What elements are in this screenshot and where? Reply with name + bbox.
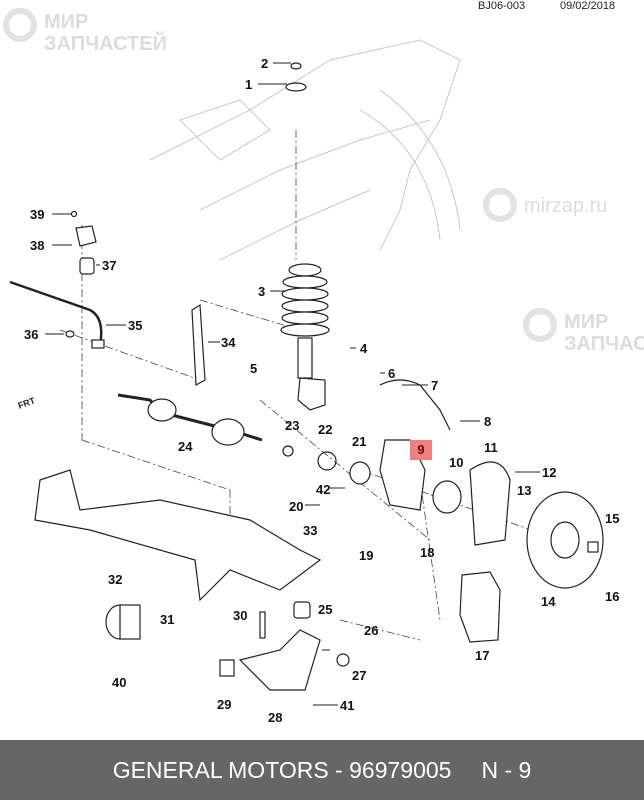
part-label-15[interactable]: 15: [605, 511, 619, 526]
part-label-32[interactable]: 32: [108, 572, 122, 587]
body-frame-drawing: [149, 39, 461, 261]
part-label-35[interactable]: 35: [128, 318, 142, 333]
part-label-38[interactable]: 38: [30, 238, 44, 253]
footer-position: N - 9: [481, 756, 532, 783]
part-label-12[interactable]: 12: [542, 465, 556, 480]
part-label-8[interactable]: 8: [484, 414, 491, 429]
watermark-site: mirzap.ru: [524, 195, 607, 217]
part-label-13[interactable]: 13: [517, 483, 531, 498]
highlighted-part-number: 9: [417, 442, 425, 457]
footer-title: GENERAL MOTORS - 96979005: [112, 756, 452, 783]
part-label-28[interactable]: 28: [268, 710, 282, 725]
part-label-25[interactable]: 25: [318, 602, 332, 617]
diagram-code: BJ06-003: [478, 0, 526, 12]
part-label-10[interactable]: 10: [449, 455, 463, 470]
part-label-2[interactable]: 2: [261, 56, 268, 71]
highlighted-part-label[interactable]: 9: [410, 440, 432, 460]
part-label-6[interactable]: 6: [388, 366, 395, 381]
part-label-20[interactable]: 20: [289, 499, 303, 514]
watermark-pin-icon: [523, 308, 557, 342]
part-label-41[interactable]: 41: [340, 698, 354, 713]
part-label-24[interactable]: 24: [178, 439, 193, 454]
part-label-23[interactable]: 23: [285, 418, 299, 433]
part-label-18[interactable]: 18: [420, 545, 434, 560]
part-label-22[interactable]: 22: [318, 422, 332, 437]
part-label-17[interactable]: 17: [475, 648, 489, 663]
coil-spring: [280, 263, 330, 337]
part-label-7[interactable]: 7: [431, 378, 438, 393]
part-label-26[interactable]: 26: [364, 623, 378, 638]
part-label-34[interactable]: 34: [221, 335, 236, 350]
part-label-36[interactable]: 36: [24, 327, 38, 342]
part-label-29[interactable]: 29: [217, 697, 231, 712]
watermark-pin-icon: [3, 8, 37, 42]
part-label-39[interactable]: 39: [30, 207, 44, 222]
diagram-date: 09/02/2018: [560, 0, 616, 12]
part-label-27[interactable]: 27: [352, 668, 366, 683]
watermark-brand-line1: МИР: [44, 11, 88, 33]
part-label-42[interactable]: 42: [316, 482, 330, 497]
watermark-brand-line1: МИР: [564, 311, 608, 333]
watermark-pin-icon: [483, 188, 517, 222]
part-label-19[interactable]: 19: [359, 548, 373, 563]
part-label-14[interactable]: 14: [541, 594, 556, 609]
leader-lines: [45, 62, 540, 706]
part-label-40[interactable]: 40: [112, 675, 126, 690]
watermark-brand-line2: ЗАПЧАСТЕЙ: [564, 331, 644, 355]
part-label-33[interactable]: 33: [303, 523, 317, 538]
footer-bar: GENERAL MOTORS - 96979005 N - 9: [0, 740, 644, 800]
part-label-5[interactable]: 5: [250, 361, 257, 376]
part-label-30[interactable]: 30: [233, 608, 247, 623]
part-label-11[interactable]: 11: [484, 440, 498, 455]
part-label-16[interactable]: 16: [605, 589, 619, 604]
part-label-3[interactable]: 3: [258, 284, 265, 299]
part-label-4[interactable]: 4: [360, 341, 368, 356]
part-label-37[interactable]: 37: [102, 258, 116, 273]
part-label-21[interactable]: 21: [352, 434, 366, 449]
watermark-brand-line2: ЗАПЧАСТЕЙ: [44, 31, 167, 55]
part-label-1[interactable]: 1: [245, 77, 252, 92]
part-label-31[interactable]: 31: [160, 612, 174, 627]
